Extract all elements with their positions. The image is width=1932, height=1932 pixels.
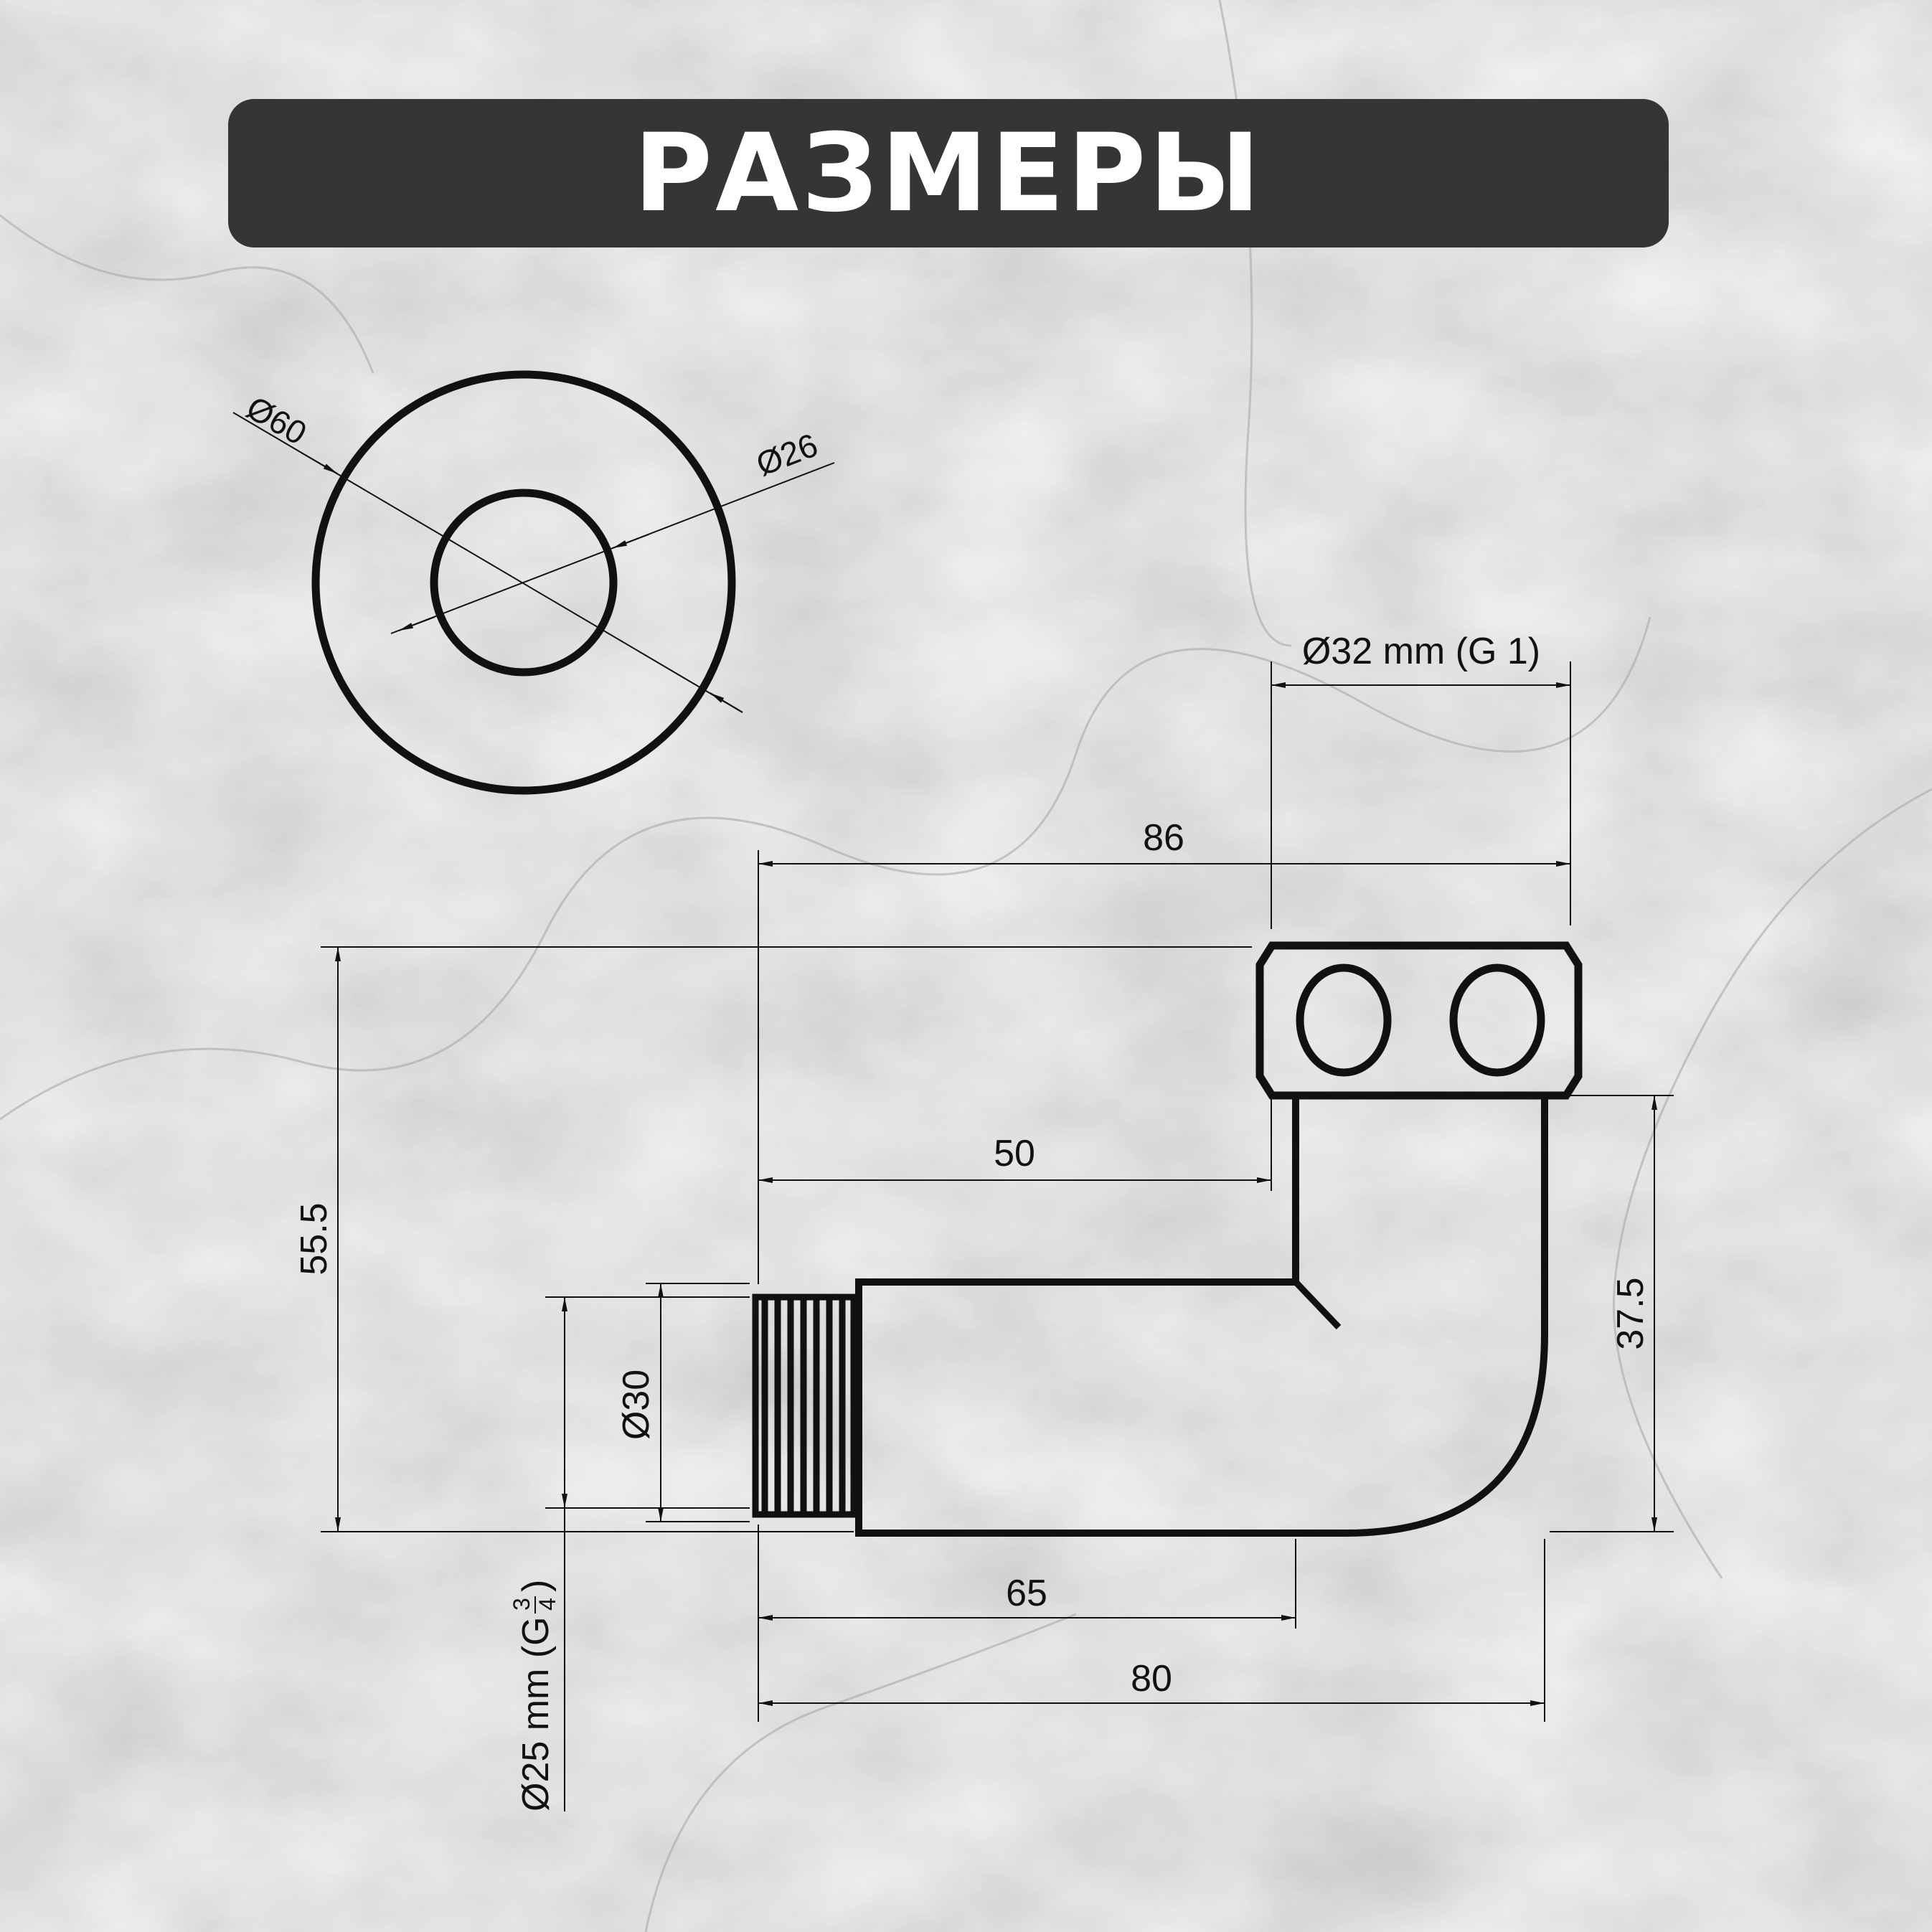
total-length-label: 80 <box>1131 1658 1172 1700</box>
elbow-body <box>855 1095 1548 1537</box>
flange-inner-circle <box>430 489 618 677</box>
outer-diameter-label: Ø60 <box>240 389 313 453</box>
dimension-lines <box>335 682 1657 1811</box>
overall-length-label: 86 <box>1143 817 1184 859</box>
elbow-bend-line <box>1293 1279 1342 1330</box>
inlet-thread <box>752 1294 862 1518</box>
page-title: РАЗМЕРЫ <box>633 110 1263 236</box>
inlet-thread-fraction-den: 4 <box>534 1598 560 1611</box>
vertical-leg-label: 37.5 <box>1610 1277 1651 1349</box>
front-view: Ø60 Ø26 <box>232 370 835 795</box>
height-label: 55.5 <box>293 1202 335 1275</box>
inner-diameter-label: Ø26 <box>751 426 823 484</box>
union-nut <box>1255 941 1583 1100</box>
inlet-thread-prefix: Ø25 mm (G <box>515 1616 557 1811</box>
nut-hole-right <box>1449 963 1545 1077</box>
extension-lines <box>321 661 1674 1722</box>
title-banner: РАЗМЕРЫ <box>228 99 1669 248</box>
flange-outer-circle <box>311 370 736 795</box>
body-diameter-label: Ø30 <box>616 1370 657 1440</box>
body-length-label: 65 <box>1006 1573 1047 1614</box>
nut-hole-left <box>1296 963 1392 1077</box>
svg-text:Ø25 mm (G: Ø25 mm (G <box>515 1616 557 1811</box>
elbow-offset-label: 50 <box>994 1133 1035 1174</box>
outlet-thread-label: Ø32 mm (G 1) <box>1302 631 1540 672</box>
inlet-thread-label: Ø25 mm (G 3 4 ) <box>509 1580 560 1811</box>
inlet-thread-suffix: ) <box>515 1580 557 1592</box>
side-view: Ø32 mm (G 1) 86 55.5 50 Ø30 37.5 65 80 Ø… <box>293 631 1674 1811</box>
inlet-thread-fraction-num: 3 <box>509 1598 534 1611</box>
